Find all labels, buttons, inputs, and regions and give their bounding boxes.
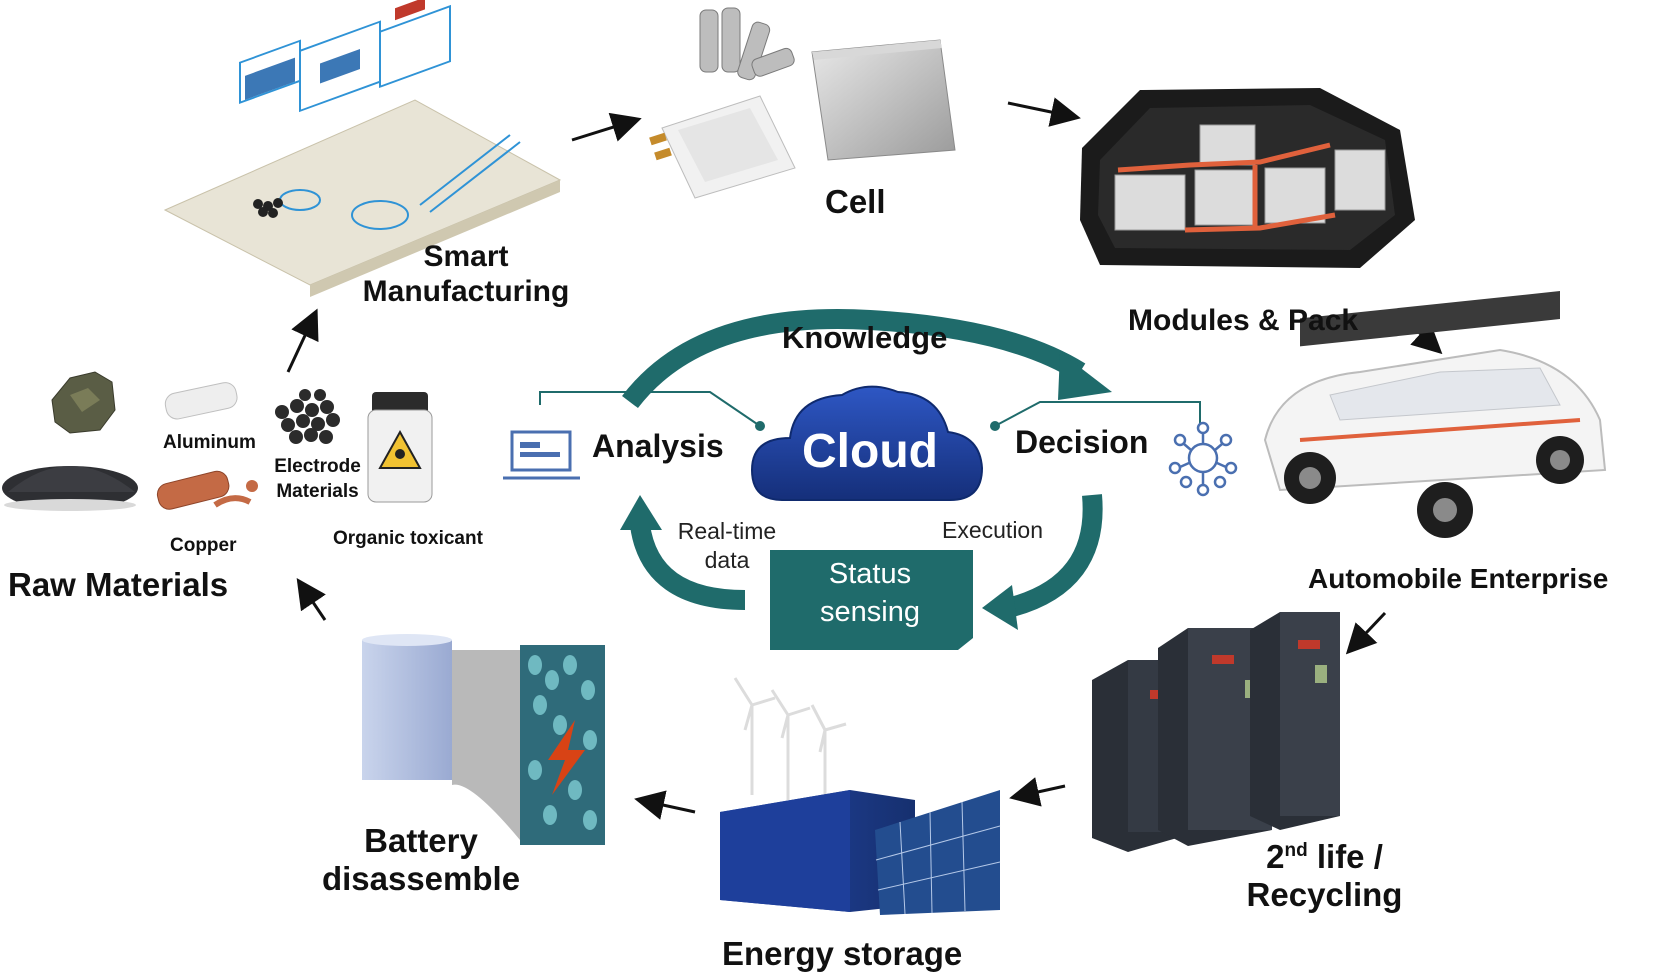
- toxicant-jar: [367, 392, 433, 503]
- label-recycling: Recycling: [1246, 875, 1403, 913]
- lightning-bolt: [548, 720, 585, 795]
- hazard-icon: [378, 429, 422, 469]
- label-knowledge: Knowledge: [782, 320, 948, 355]
- car-chassis-illustration: [1263, 291, 1607, 538]
- analysis-connector: [539, 391, 761, 427]
- label-sensing: sensing: [820, 595, 920, 628]
- laptop-icon: [503, 430, 580, 480]
- prismatic-cell: [811, 39, 956, 161]
- label-organic-toxicant: Organic toxicant: [333, 528, 483, 549]
- label-status-sensing: Status sensing: [770, 556, 970, 631]
- label-automobile: Automobile Enterprise: [1308, 563, 1609, 594]
- label-cloud: Cloud: [802, 425, 938, 478]
- status-box: [770, 550, 973, 650]
- network-icon: [1168, 421, 1238, 497]
- label-decision: Decision: [1015, 424, 1149, 460]
- solar-panel: [875, 790, 1001, 915]
- label-manufacturing: Manufacturing: [362, 274, 570, 308]
- label-second-life-rest: life /: [1307, 838, 1383, 875]
- realtime-arc: [630, 523, 746, 610]
- pouch-cell: [649, 95, 796, 199]
- label-battery: Battery: [364, 822, 478, 859]
- label-aluminum: Aluminum: [163, 432, 256, 453]
- battery-disassemble-illustration: [362, 634, 605, 845]
- label-status: Status: [828, 558, 912, 590]
- label-modules-pack: Modules & Pack: [1128, 304, 1359, 337]
- knowledge-arc: [622, 309, 1086, 409]
- label-energy-storage: Energy storage: [722, 935, 963, 972]
- cabinet-3: [1250, 612, 1340, 830]
- arrow-cell-to-pack: [1007, 97, 1081, 127]
- execution-arc: [1005, 494, 1103, 618]
- cloud-icon: [750, 385, 984, 501]
- arrow-disassemble-to-raw: [296, 578, 327, 621]
- label-smart-manufacturing: Smart Manufacturing: [358, 240, 574, 309]
- cylindrical-cells: [699, 7, 795, 81]
- electrode-spheres: [275, 389, 340, 444]
- label-second-life-sup: nd: [1284, 840, 1308, 861]
- label-battery-disassemble: Battery disassemble: [305, 822, 537, 898]
- label-realtime-data: Real-time data: [668, 517, 786, 575]
- cells-illustration: [649, 7, 956, 199]
- copper-foil: [156, 470, 258, 510]
- label-realtime: Real-time: [677, 518, 777, 544]
- label-materials: Materials: [276, 480, 359, 502]
- label-cell: Cell: [825, 183, 886, 220]
- label-second-life-prefix: 2: [1266, 838, 1285, 875]
- factory-illustration: [163, 0, 562, 297]
- battery-pack-illustration: [1080, 88, 1415, 268]
- arrow-storage-to-disassemble: [634, 790, 696, 820]
- label-second-life: 2nd life / Recycling: [1232, 838, 1417, 914]
- label-analysis: Analysis: [592, 428, 724, 464]
- label-copper: Copper: [170, 535, 237, 556]
- label-electrode-materials: Electrode Materials: [265, 455, 370, 504]
- cloud-loop: [503, 309, 1238, 650]
- arrow-automobile-to-secondlife: [1345, 611, 1387, 655]
- conveyor: [245, 48, 360, 100]
- energy-storage-illustration: [720, 677, 1001, 915]
- aluminum-foil: [164, 382, 238, 420]
- label-disassemble: disassemble: [321, 859, 521, 897]
- ups-cabinets-illustration: [1092, 612, 1340, 852]
- label-electrode: Electrode: [274, 456, 361, 477]
- arrow-secondlife-to-storage: [1009, 777, 1066, 807]
- decision-connector: [994, 401, 1201, 427]
- label-smart: Smart: [423, 240, 509, 273]
- raw-materials-illustration: [2, 371, 433, 511]
- arrow-raw-to-manufacturing: [286, 308, 319, 373]
- storage-container: [720, 790, 915, 912]
- label-execution: Execution: [942, 517, 1044, 543]
- arrow-manufacturing-to-cell: [571, 112, 642, 142]
- label-data: data: [704, 546, 750, 573]
- label-raw-materials: Raw Materials: [8, 566, 229, 603]
- wind-turbines: [733, 677, 847, 810]
- battery-roll: [362, 640, 452, 780]
